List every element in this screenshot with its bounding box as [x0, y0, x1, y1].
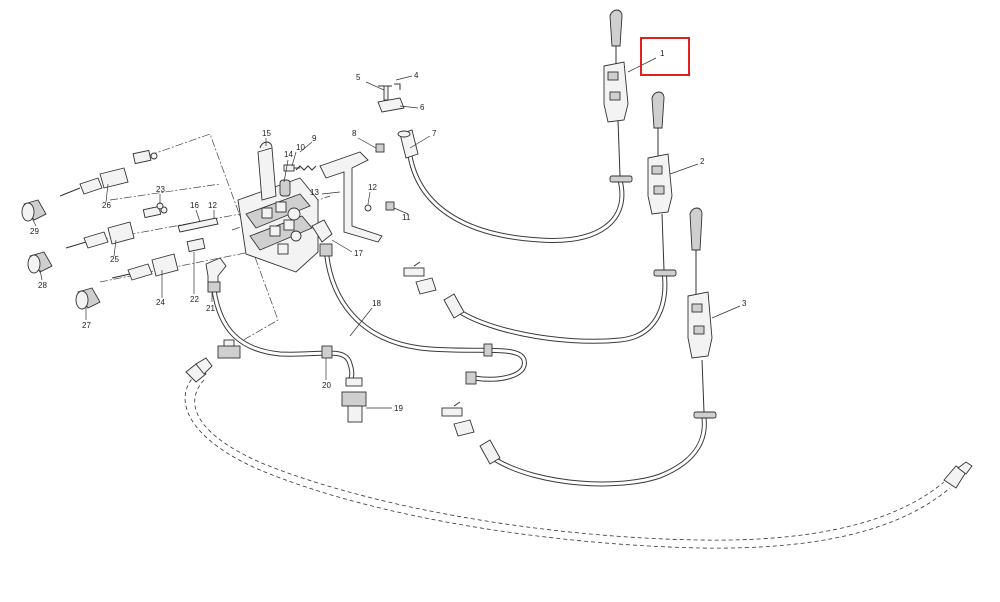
- callout-16: 16: [190, 201, 199, 210]
- callout-29: 29: [30, 227, 39, 236]
- control-valve-block: [237, 141, 319, 273]
- highlight-box-callout-1: [640, 37, 690, 76]
- control-lever-3: [687, 207, 713, 359]
- callout-9: 9: [312, 134, 317, 143]
- callout-24: 24: [156, 298, 165, 307]
- dust-cap-28: [27, 251, 53, 274]
- callout-1: 1: [660, 49, 665, 58]
- callout-7: 7: [432, 129, 437, 138]
- callout-11: 11: [402, 213, 411, 222]
- callout-19: 19: [394, 404, 403, 413]
- dust-cap-29: [21, 199, 47, 222]
- hose-20: [211, 287, 355, 383]
- callout-12-right: 12: [368, 183, 377, 192]
- dashed-hose-assembly: [184, 357, 973, 549]
- cable-end-fittings-3: [441, 401, 475, 437]
- callout-17: 17: [354, 249, 363, 258]
- callout-8: 8: [352, 129, 357, 138]
- pin-5: [378, 85, 392, 101]
- callout-28: 28: [38, 281, 47, 290]
- bolt-10: [283, 164, 300, 172]
- nut-11: [385, 201, 395, 211]
- elbow-fitting-21: [205, 257, 227, 293]
- callout-22: 22: [190, 295, 199, 304]
- clip-4: [394, 83, 401, 90]
- callout-2: 2: [700, 157, 705, 166]
- callout-5: 5: [356, 73, 361, 82]
- callout-18: 18: [372, 299, 381, 308]
- fitting-14: [279, 179, 291, 197]
- cable-assembly-2: [403, 213, 677, 344]
- callout-26: 26: [102, 201, 111, 210]
- callout-labels: 1 2 3 4 5 6 7 8 9 10 11 12 12 13 14 15 1…: [30, 49, 747, 413]
- spring-9: [295, 165, 317, 171]
- control-lever-2: [647, 91, 673, 215]
- leader-lines: [31, 57, 741, 409]
- washer-12-right: [364, 204, 372, 212]
- control-lever-1: [603, 9, 629, 123]
- cable-assembly-3: [441, 359, 717, 487]
- callout-27: 27: [82, 321, 91, 330]
- coupler-row-3: [111, 237, 206, 281]
- cable-assembly-1: [397, 119, 633, 243]
- bracket-13: [319, 151, 383, 243]
- callout-20: 20: [322, 381, 331, 390]
- dashed-hose-end-left: [185, 357, 213, 383]
- dust-cap-27: [75, 287, 101, 310]
- dashed-hose-end-right: [943, 461, 973, 489]
- cable-end-fittings-2: [403, 261, 437, 295]
- callout-21: 21: [206, 304, 215, 313]
- callout-23: 23: [156, 185, 165, 194]
- callout-10: 10: [296, 143, 305, 152]
- bulkhead-fitting-19: [341, 377, 367, 423]
- callout-13: 13: [310, 188, 319, 197]
- coupler-row-2: [65, 205, 168, 249]
- bulkhead-left: [217, 339, 241, 359]
- bracket-6: [377, 97, 405, 113]
- rod-16: [177, 217, 219, 233]
- elbow-fitting-17: [311, 219, 333, 243]
- callout-12-left: 12: [208, 201, 217, 210]
- valve-cover: [257, 147, 277, 201]
- callout-15: 15: [262, 129, 271, 138]
- callout-4: 4: [414, 71, 419, 80]
- callout-6: 6: [420, 103, 425, 112]
- hose-18: [319, 243, 527, 385]
- callout-3: 3: [742, 299, 747, 308]
- nut-8: [375, 143, 385, 153]
- coupler-row-1: [59, 149, 158, 197]
- callout-25: 25: [110, 255, 119, 264]
- callout-14: 14: [284, 150, 293, 159]
